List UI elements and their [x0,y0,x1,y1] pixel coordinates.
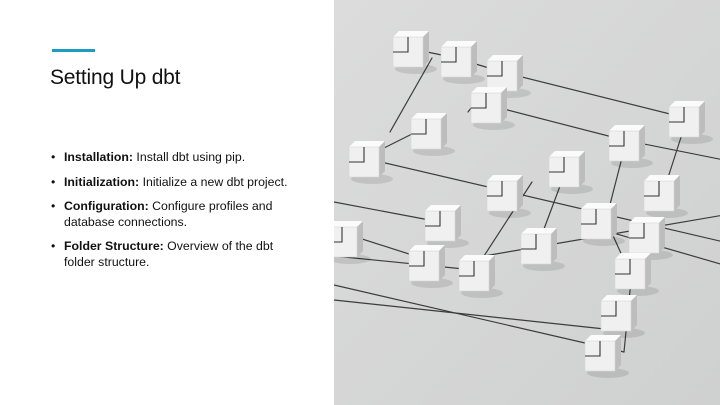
bullet-dot: • [51,150,56,164]
bullet-term: Initialization: [64,174,140,189]
bullet-item-initialization: • Initialization: Initialize a new dbt p… [50,175,300,191]
network-cubes-icon [334,0,720,405]
bullet-text: Initialize a new dbt project. [139,174,288,189]
bullet-list: • Installation: Install dbt using pip. •… [50,150,300,279]
bullet-term: Folder Structure: [64,239,164,253]
title-accent-bar [52,49,95,52]
bullet-term: Configuration: [64,199,149,213]
bullet-item-folder-structure: • Folder Structure: Overview of the dbt … [50,239,300,270]
bullet-item-configuration: • Configuration: Configure profiles and … [50,199,300,230]
bullet-dot: • [51,239,56,253]
bullet-dot: • [51,199,56,213]
slide-title: Setting Up dbt [50,66,181,89]
bullet-text: Configure profiles and database connecti… [64,199,273,229]
bullet-term: Installation: [64,150,134,164]
bullet-text: Install dbt using pip. [133,150,246,164]
bullet-text: Overview of the dbt folder structure. [64,239,274,269]
bullet-dot: • [51,174,56,189]
bullet-item-installation: • Installation: Install dbt using pip. [50,150,300,166]
